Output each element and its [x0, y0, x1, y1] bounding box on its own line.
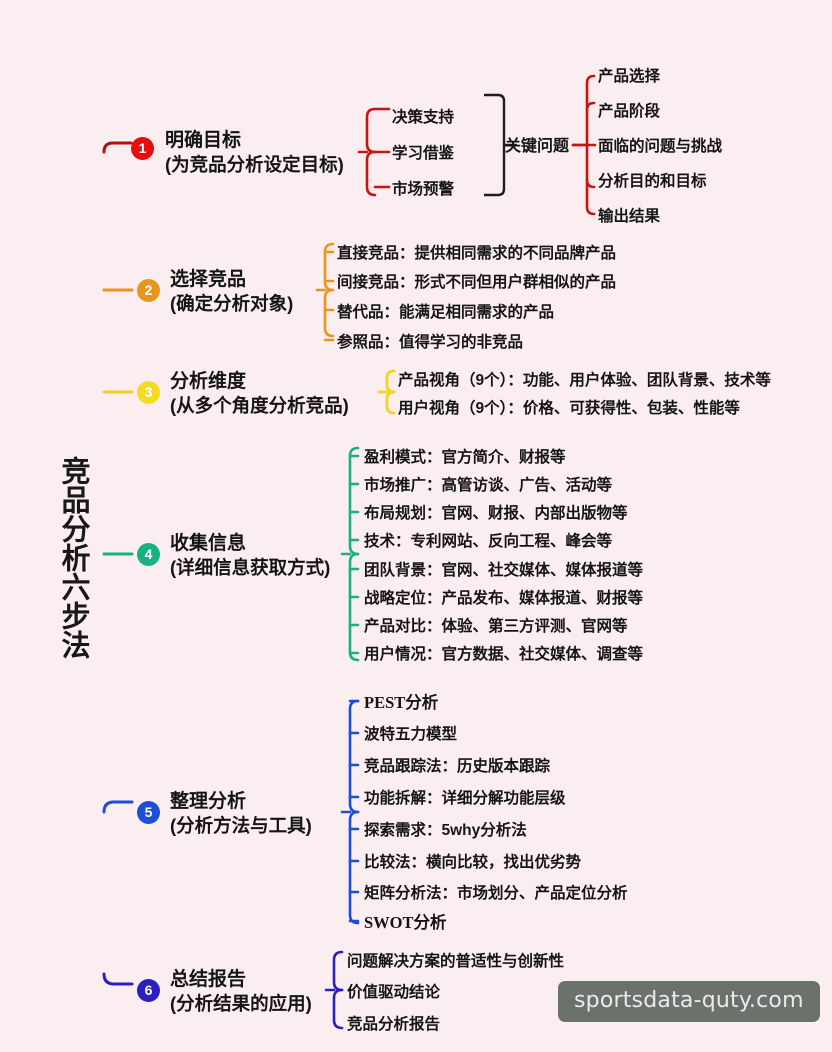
step4-child-1: 市场推广：高管访谈、广告、活动等 [364, 477, 613, 494]
step-title-3-sub: (从多个角度分析竞品) [170, 395, 349, 417]
step2-child-2: 替代品：能满足相同需求的产品 [337, 304, 555, 321]
step-title-5: 整理分析 (分析方法与工具) [170, 789, 312, 838]
step6-child-1: 价值驱动结论 [347, 984, 441, 1001]
step2-child-0: 直接竞品：提供相同需求的不同品牌产品 [337, 245, 617, 262]
step6-child-0: 问题解决方案的普适性与创新性 [347, 953, 565, 970]
step1-grandchild-0: 产品选择 [598, 68, 661, 85]
step4-child-7: 用户情况：官方数据、社交媒体、调查等 [364, 646, 644, 663]
watermark: sportsdata-quty.com [558, 981, 820, 1022]
step2-child-3: 参照品：值得学习的非竞品 [337, 334, 524, 351]
step-title-5-main: 整理分析 [170, 791, 247, 812]
step4-child-2: 布局规划：官网、财报、内部出版物等 [364, 505, 628, 522]
step4-child-6: 产品对比：体验、第三方评测、官网等 [364, 618, 628, 635]
step1-grandchild-3: 分析目的和目标 [598, 173, 707, 190]
step-title-1: 明确目标 (为竞品分析设定目标) [165, 128, 344, 177]
step-badge-1[interactable]: 1 [131, 137, 154, 160]
step-title-6-sub: (分析结果的应用) [170, 993, 312, 1015]
step-title-4-main: 收集信息 [170, 533, 247, 554]
step5-child-4: 探索需求：5why分析法 [364, 822, 527, 839]
step5-child-0: PEST分析 [364, 693, 439, 712]
step-title-5-sub: (分析方法与工具) [170, 815, 312, 837]
step1-mid-label: 关键问题 [505, 138, 570, 155]
step-title-6-main: 总结报告 [170, 969, 247, 990]
step4-child-5: 战略定位：产品发布、媒体报道、财报等 [364, 590, 644, 607]
step1-grandchild-1: 产品阶段 [598, 103, 661, 120]
step-title-4: 收集信息 (详细信息获取方式) [170, 531, 330, 580]
step3-child-1: 用户视角（9个）：价格、可获得性、包装、性能等 [398, 400, 740, 417]
step-title-2-sub: (确定分析对象) [170, 293, 294, 315]
step-title-3-main: 分析维度 [170, 371, 247, 392]
step6-child-2: 竞品分析报告 [347, 1016, 441, 1033]
step-title-1-main: 明确目标 [165, 130, 242, 151]
step5-child-1: 波特五力模型 [364, 726, 458, 743]
step3-child-0: 产品视角（9个）：功能、用户体验、团队背景、技术等 [398, 372, 771, 389]
step1-child-2: 市场预警 [392, 181, 455, 198]
root-title: 竞品分析六步法 [57, 455, 89, 659]
step-title-2-main: 选择竞品 [170, 269, 247, 290]
step5-child-2: 竞品跟踪法：历史版本跟踪 [364, 758, 551, 775]
step2-child-1: 间接竞品：形式不同但用户群相似的产品 [337, 274, 617, 291]
step5-child-6: 矩阵分析法：市场划分、产品定位分析 [364, 885, 628, 902]
step1-child-1: 学习借鉴 [392, 145, 455, 162]
step-badge-2[interactable]: 2 [137, 279, 160, 302]
step-badge-5[interactable]: 5 [137, 801, 160, 824]
step1-grandchild-2: 面临的问题与挑战 [598, 138, 723, 155]
step4-child-4: 团队背景：官网、社交媒体、媒体报道等 [364, 562, 644, 579]
step1-grandchild-4: 输出结果 [598, 208, 661, 225]
step-badge-4[interactable]: 4 [137, 543, 160, 566]
step-badge-6[interactable]: 6 [137, 979, 160, 1002]
step4-child-0: 盈利模式：官方简介、财报等 [364, 449, 566, 466]
step5-child-3: 功能拆解：详细分解功能层级 [364, 790, 566, 807]
step-title-2: 选择竞品 (确定分析对象) [170, 267, 293, 316]
step4-child-3: 技术：专利网站、反向工程、峰会等 [364, 533, 613, 550]
step5-child-5: 比较法：横向比较，找出优劣势 [364, 854, 582, 871]
step-title-4-sub: (详细信息获取方式) [170, 557, 331, 579]
step-title-1-sub: (为竞品分析设定目标) [165, 154, 344, 176]
step5-child-7: SWOT分析 [364, 913, 447, 932]
step-title-6: 总结报告 (分析结果的应用) [170, 967, 312, 1016]
step-badge-3[interactable]: 3 [137, 381, 160, 404]
step1-child-0: 决策支持 [392, 109, 455, 126]
step-title-3: 分析维度 (从多个角度分析竞品) [170, 369, 349, 418]
